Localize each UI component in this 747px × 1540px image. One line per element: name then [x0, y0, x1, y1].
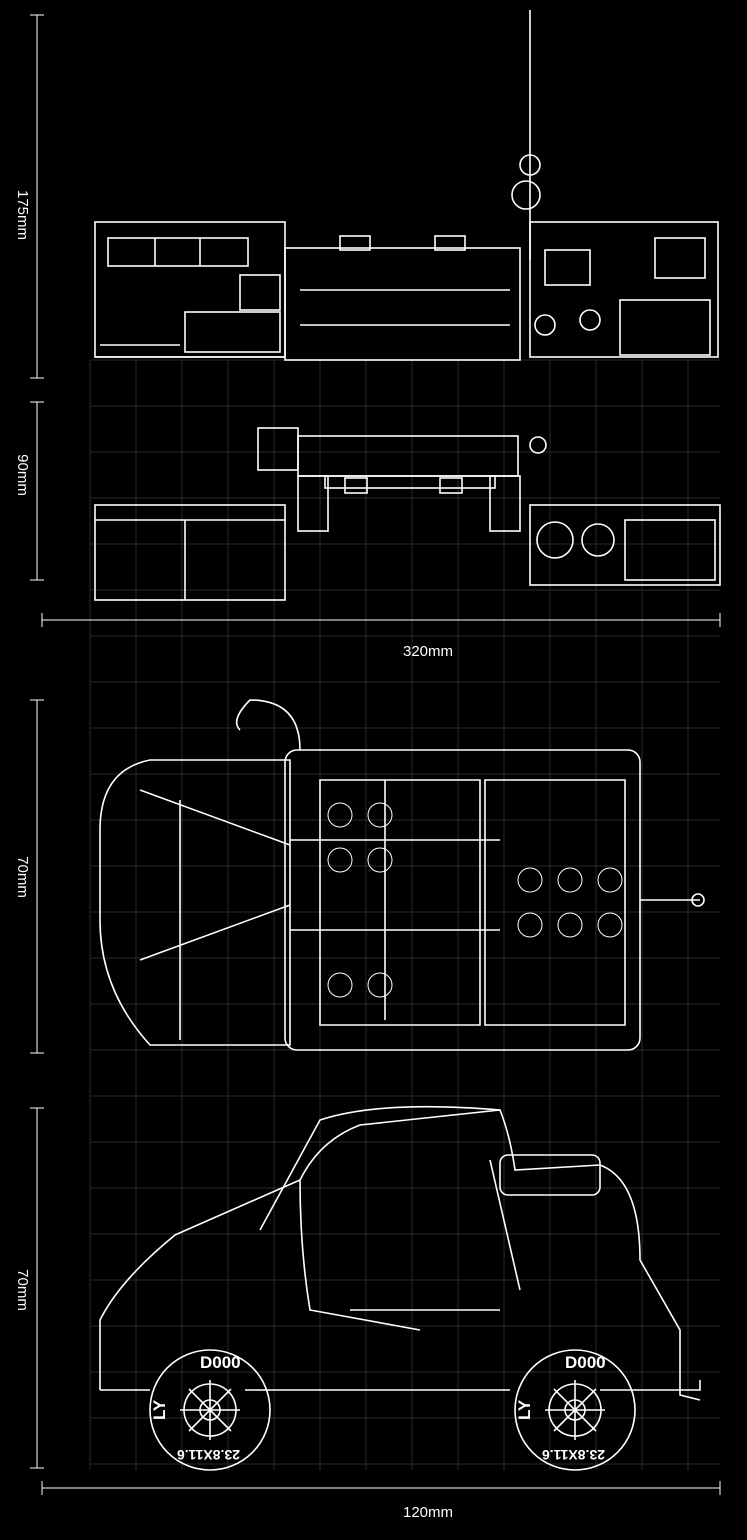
rear-wheel: D000 LY 23.8X11.6 — [514, 1349, 636, 1471]
vehicle-side-view — [99, 1105, 701, 1401]
stud — [557, 912, 583, 938]
front-wheel: D000 LY 23.8X11.6 — [149, 1349, 271, 1471]
label-base-width: 320mm — [403, 643, 453, 660]
stud — [597, 912, 623, 938]
stud — [517, 912, 543, 938]
stud — [367, 802, 393, 828]
tire-size-rear: 23.8X11.6 — [542, 1447, 605, 1463]
stud — [597, 867, 623, 893]
stud — [367, 847, 393, 873]
vehicle-top-view — [99, 699, 705, 1051]
stud — [517, 867, 543, 893]
background-grid — [89, 359, 720, 1470]
dimension-lines — [30, 14, 721, 1495]
tire-code: D000 — [200, 1353, 241, 1372]
stud — [367, 972, 393, 998]
tire-brand-rear: LY — [515, 1399, 534, 1420]
label-base-height: 175mm — [14, 190, 31, 240]
stud — [327, 802, 353, 828]
label-vehicle-width: 70mm — [14, 856, 31, 898]
tire-size: 23.8X11.6 — [177, 1447, 240, 1463]
label-base-depth: 90mm — [14, 454, 31, 496]
label-vehicle-height: 70mm — [14, 1269, 31, 1311]
label-vehicle-length: 120mm — [403, 1504, 453, 1521]
stud — [557, 867, 583, 893]
tire-brand: LY — [150, 1399, 169, 1420]
stud — [327, 847, 353, 873]
base-top-view — [94, 427, 721, 601]
stud — [327, 972, 353, 998]
base-front-view — [94, 10, 719, 361]
tire-code-rear: D000 — [565, 1353, 606, 1372]
